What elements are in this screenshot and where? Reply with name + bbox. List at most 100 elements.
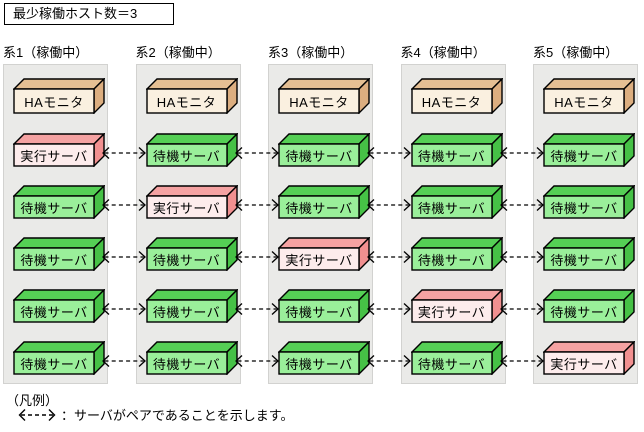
pair-arrow [367,303,411,315]
box-3d-shape [410,341,503,375]
box-3d-shape [145,185,238,219]
system-container-4: HAモニタ待機サーバ待機サーバ待機サーバ実行サーバ待機サーバ [400,64,506,384]
box-3d-shape [278,133,370,167]
server-box-standby: 待機サーバ [410,133,503,167]
box-3d-shape [543,185,635,219]
box-3d-shape [410,78,503,114]
pair-arrow [102,147,146,159]
server-box-standby: 待機サーバ [145,341,238,375]
pair-arrow [234,355,279,367]
server-box-label: 待機サーバ [417,252,486,268]
pair-arrow [102,199,146,211]
pair-arrow [102,251,146,263]
server-box-standby: 待機サーバ [13,185,105,219]
box-3d-shape [278,185,370,219]
column-header-5: 系5（稼働中） [533,45,619,60]
box-3d-shape [278,78,370,114]
box-3d-shape [145,341,238,375]
system-container-2: HAモニタ待機サーバ実行サーバ待機サーバ待機サーバ待機サーバ [135,64,241,384]
ha-monitor-box: HAモニタ [410,78,503,114]
ha-monitor-box-label: HAモニタ [554,94,614,110]
server-box-label: 待機サーバ [417,356,486,372]
server-box-label: 待機サーバ [20,356,88,372]
box-3d-shape [410,289,503,323]
legend-heading: （凡例） [6,393,59,408]
pair-arrow [499,199,544,211]
server-box-standby: 待機サーバ [543,133,635,167]
server-box-label: 待機サーバ [550,148,618,164]
box-3d-shape [13,78,105,114]
box-3d-shape [145,78,238,114]
server-box-active: 実行サーバ [543,341,635,375]
pair-arrow [499,251,544,263]
server-box-label: 待機サーバ [550,304,618,320]
box-3d-shape [13,341,105,375]
server-box-active: 実行サーバ [278,237,370,271]
box-3d-shape [13,133,105,167]
box-3d-shape [410,133,503,167]
server-box-label: 待機サーバ [285,148,353,164]
server-box-standby: 待機サーバ [278,289,370,323]
ha-monitor-box: HAモニタ [13,78,105,114]
server-box-label: 実行サーバ [550,356,618,372]
server-box-active: 実行サーバ [13,133,105,167]
server-box-label: 実行サーバ [285,252,353,268]
server-box-standby: 待機サーバ [543,289,635,323]
pair-arrow [367,251,411,263]
server-box-label: 実行サーバ [417,304,486,320]
column-header-4: 系4（稼働中） [400,45,486,60]
box-3d-shape [13,185,105,219]
ha-monitor-box-label: HAモニタ [24,94,84,110]
ha-monitor-box-label: HAモニタ [421,94,482,110]
server-box-label: 待機サーバ [20,252,88,268]
box-3d-shape [278,341,370,375]
pair-arrow [234,147,279,159]
box-3d-shape [13,237,105,271]
pair-arrow [499,355,544,367]
server-box-standby: 待機サーバ [410,341,503,375]
system-container-3: HAモニタ待機サーバ待機サーバ実行サーバ待機サーバ待機サーバ [268,64,373,384]
pair-arrow [367,147,411,159]
pair-arrow [234,303,279,315]
pair-arrow [234,251,279,263]
server-box-standby: 待機サーバ [13,289,105,323]
box-3d-shape [543,237,635,271]
server-box-active: 実行サーバ [145,185,238,219]
server-box-label: 待機サーバ [417,148,486,164]
column-header-3: 系3（稼働中） [268,45,354,60]
server-box-label: 待機サーバ [152,356,221,372]
box-3d-shape [543,133,635,167]
server-box-standby: 待機サーバ [543,237,635,271]
server-box-label: 実行サーバ [20,148,88,164]
legend-row: ：サーバがペアであることを示します。 [18,405,293,424]
server-box-label: 待機サーバ [550,252,618,268]
server-box-label: 待機サーバ [285,356,353,372]
pair-arrow [367,199,411,211]
box-3d-shape [13,289,105,323]
min-hosts-title: 最少稼働ホスト数＝3 [4,3,174,25]
server-box-label: 待機サーバ [152,148,221,164]
system-container-1: HAモニタ実行サーバ待機サーバ待機サーバ待機サーバ待機サーバ [3,64,108,384]
server-box-label: 待機サーバ [285,304,353,320]
column-header-1: 系1（稼働中） [3,45,89,60]
legend-note: ：サーバがペアであることを示します。 [61,408,294,423]
box-3d-shape [145,289,238,323]
server-box-standby: 待機サーバ [410,185,503,219]
box-3d-shape [543,289,635,323]
box-3d-shape [145,237,238,271]
server-box-label: 実行サーバ [152,200,221,216]
pair-arrow [102,303,146,315]
pair-arrow [234,199,279,211]
server-box-standby: 待機サーバ [145,237,238,271]
server-box-label: 待機サーバ [417,200,486,216]
server-box-active: 実行サーバ [410,289,503,323]
server-box-label: 待機サーバ [20,200,88,216]
server-box-standby: 待機サーバ [543,185,635,219]
system-container-5: HAモニタ待機サーバ待機サーバ待機サーバ待機サーバ実行サーバ [533,64,638,384]
server-box-standby: 待機サーバ [410,237,503,271]
ha-monitor-box: HAモニタ [145,78,238,114]
server-box-standby: 待機サーバ [145,289,238,323]
ha-monitor-box: HAモニタ [543,78,635,114]
pair-arrow [367,355,411,367]
